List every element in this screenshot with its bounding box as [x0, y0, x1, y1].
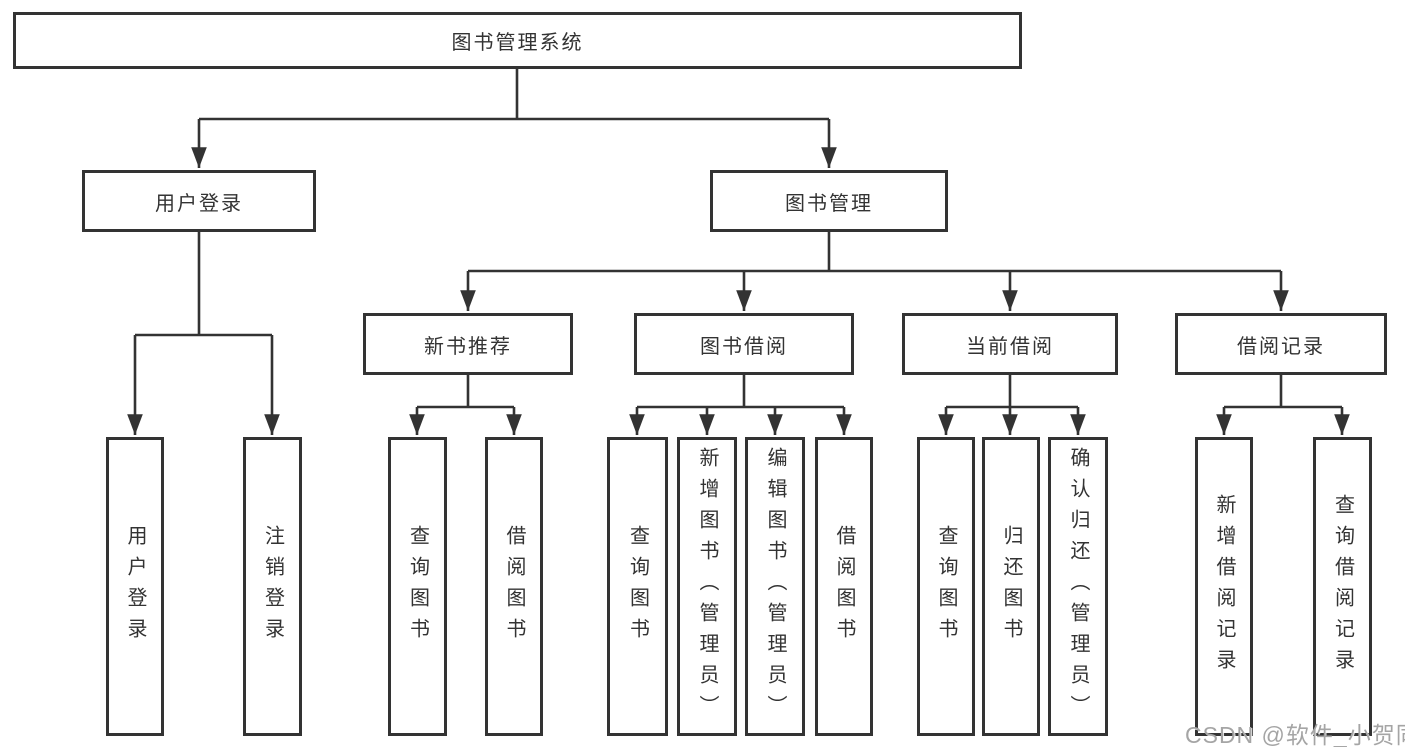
node-new-book-recommend: 新书推荐 — [363, 313, 573, 375]
leaf-query-borrow-record: 查询借阅记录 — [1313, 437, 1372, 736]
leaf-confirm-return-admin: 确认归还（管理员） — [1048, 437, 1108, 736]
leaf-query-book-current: 查询图书 — [917, 437, 975, 736]
leaf-edit-book-admin: 编辑图书（管理员） — [745, 437, 805, 736]
leaf-label: 注销登录 — [261, 524, 284, 649]
node-current-borrow: 当前借阅 — [902, 313, 1118, 375]
leaf-label: 查询借阅记录 — [1331, 493, 1354, 680]
leaf-label: 查询图书 — [626, 524, 649, 649]
leaf-logout: 注销登录 — [243, 437, 302, 736]
leaf-return-book: 归还图书 — [982, 437, 1040, 736]
leaf-label: 借阅图书 — [833, 524, 855, 649]
leaf-user-login: 用户登录 — [106, 437, 164, 736]
node-book-management: 图书管理 — [710, 170, 948, 232]
node-borrow-records: 借阅记录 — [1175, 313, 1387, 375]
leaf-label: 借阅图书 — [503, 524, 525, 649]
leaf-label: 确认归还（管理员） — [1067, 447, 1089, 726]
leaf-borrow-book: 借阅图书 — [815, 437, 873, 736]
leaf-label: 用户登录 — [124, 524, 146, 649]
node-book-borrow: 图书借阅 — [634, 313, 854, 375]
leaf-label: 归还图书 — [1000, 524, 1022, 649]
leaf-add-book-admin: 新增图书（管理员） — [677, 437, 737, 736]
leaf-label: 新增图书（管理员） — [696, 447, 718, 726]
leaf-borrow-book-recommend: 借阅图书 — [485, 437, 543, 736]
node-user-login: 用户登录 — [82, 170, 316, 232]
leaf-label: 查询图书 — [935, 524, 957, 649]
leaf-label: 新增借阅记录 — [1213, 493, 1235, 680]
leaf-label: 查询图书 — [406, 524, 429, 649]
leaf-query-book-recommend: 查询图书 — [388, 437, 447, 736]
node-root-system: 图书管理系统 — [13, 12, 1022, 69]
leaf-add-borrow-record: 新增借阅记录 — [1195, 437, 1253, 736]
leaf-label: 编辑图书（管理员） — [764, 447, 786, 726]
csdn-watermark: CSDN @软件_小贺同学 — [1185, 722, 1405, 747]
leaf-query-book-borrow: 查询图书 — [607, 437, 668, 736]
